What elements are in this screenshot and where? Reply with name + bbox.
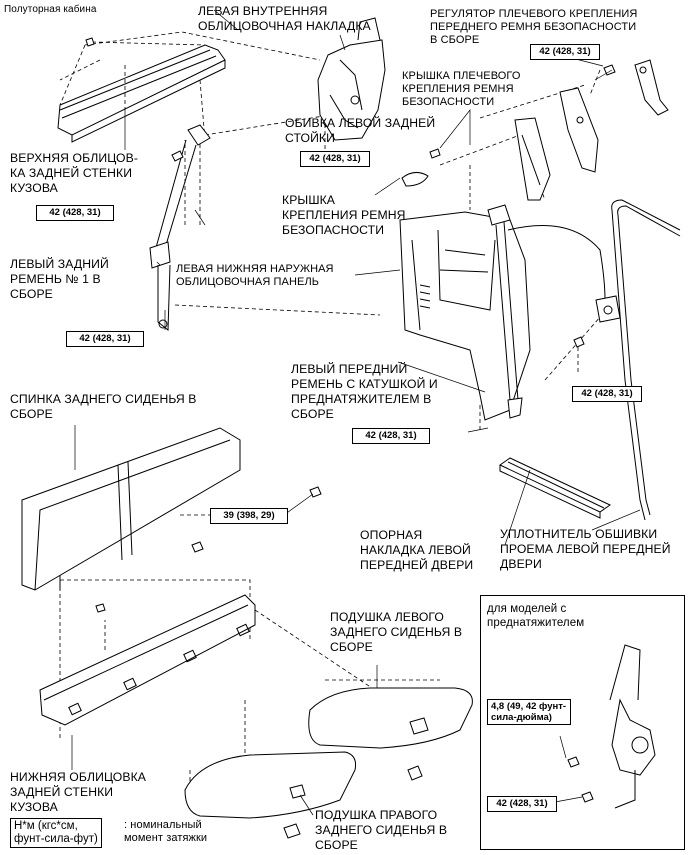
- right-cushion-part: [185, 752, 356, 838]
- torque-box-inset-small: 4,8 (49, 42 фунт- сила-дюйма): [487, 699, 571, 725]
- label-shoulder-adjuster: РЕГУЛЯТОР ПЛЕЧЕВОГО КРЕПЛЕНИЯ ПЕРЕДНЕГО …: [430, 8, 638, 46]
- label-door-scuff: ОПОРНАЯ НАКЛАДКА ЛЕВОЙ ПЕРЕДНЕЙ ДВЕРИ: [360, 528, 474, 572]
- torque-box-front-belt: 42 (428, 31): [352, 428, 430, 444]
- door-weatherstrip-part: [612, 200, 680, 520]
- left-rear-belt-part: [150, 125, 210, 330]
- torque-box-retractor: 42 (428, 31): [572, 386, 642, 402]
- torque-box-seat-back: 39 (398, 29): [210, 508, 288, 524]
- torque-legend-desc: : номинальный момент затяжки: [124, 819, 208, 844]
- torque-legend-unit: Н*м (кгс*см, фунт-сила-фут): [10, 818, 102, 848]
- left-cushion-part: [309, 688, 473, 780]
- rear-pillar-trim-part: [430, 118, 550, 200]
- label-belt-anchor-cover: КРЫШКА КРЕПЛЕНИЯ РЕМНЯ БЕЗОПАСНОСТИ: [282, 193, 406, 237]
- label-seat-back: СПИНКА ЗАДНЕГО СИДЕНЬЯ В СБОРЕ: [10, 392, 197, 421]
- label-door-weatherstrip: УПЛОТНИТЕЛЬ ОБШИВКИ ПРОЕМА ЛЕВОЙ ПЕРЕДНЕ…: [500, 527, 671, 571]
- label-lower-back-panel: НИЖНЯЯ ОБЛИЦОВКА ЗАДНЕЙ СТЕНКИ КУЗОВА: [10, 770, 147, 814]
- label-right-cushion: ПОДУШКА ПРАВОГО ЗАДНЕГО СИДЕНЬЯ В СБОРЕ: [315, 808, 448, 852]
- label-left-rear-belt: ЛЕВЫЙ ЗАДНИЙ РЕМЕНЬ № 1 В СБОРЕ: [10, 257, 109, 301]
- seat-back-part: [22, 428, 321, 590]
- torque-box-rear-pillar: 42 (428, 31): [300, 151, 370, 167]
- header-label: Полуторная кабина: [4, 4, 97, 15]
- door-scuff-part: [500, 458, 610, 518]
- label-shoulder-anchor-cover: КРЫШКА ПЛЕЧЕВОГО КРЕПЛЕНИЯ РЕМНЯ БЕЗОПАС…: [402, 70, 521, 108]
- pretensioner-inset: для моделей с преднатяжителем 4,8 (49, 4…: [480, 595, 685, 850]
- label-left-rear-pillar: ОБИВКА ЛЕВОЙ ЗАДНЕЙ СТОЙКИ: [285, 116, 436, 145]
- torque-box-inset-bolt: 42 (428, 31): [487, 796, 557, 812]
- front-belt-part: [488, 205, 620, 418]
- inset-title: для моделей с преднатяжителем: [487, 603, 585, 629]
- label-left-cushion: ПОДУШКА ЛЕВОГО ЗАДНЕГО СИДЕНЬЯ В СБОРЕ: [330, 610, 463, 654]
- label-front-belt: ЛЕВЫЙ ПЕРЕДНИЙ РЕМЕНЬ С КАТУШКОЙ И ПРЕДН…: [291, 362, 438, 421]
- lower-back-panel-part: [40, 595, 255, 725]
- torque-box-lower-belt: 42 (428, 31): [66, 331, 144, 347]
- shoulder-adjuster-part: [604, 60, 668, 115]
- shoulder-anchor-cover-part: [560, 88, 598, 172]
- label-left-inner-trim: ЛЕВАЯ ВНУТРЕННЯЯ ОБЛИЦОВОЧНАЯ НАКЛАДКА: [198, 4, 371, 33]
- inset-pretensioner-part: [555, 645, 655, 808]
- label-lower-outer-panel: ЛЕВАЯ НИЖНЯЯ НАРУЖНАЯ ОБЛИЦОВОЧНАЯ ПАНЕЛ…: [176, 263, 334, 288]
- torque-box-upper-belt: 42 (428, 31): [36, 205, 114, 221]
- left-inner-trim-part: [318, 18, 385, 140]
- torque-box-shoulder-adjuster: 42 (428, 31): [530, 44, 600, 60]
- label-upper-back-panel: ВЕРХНЯЯ ОБЛИЦОВ- КА ЗАДНЕЙ СТЕНКИ КУЗОВА: [10, 151, 139, 195]
